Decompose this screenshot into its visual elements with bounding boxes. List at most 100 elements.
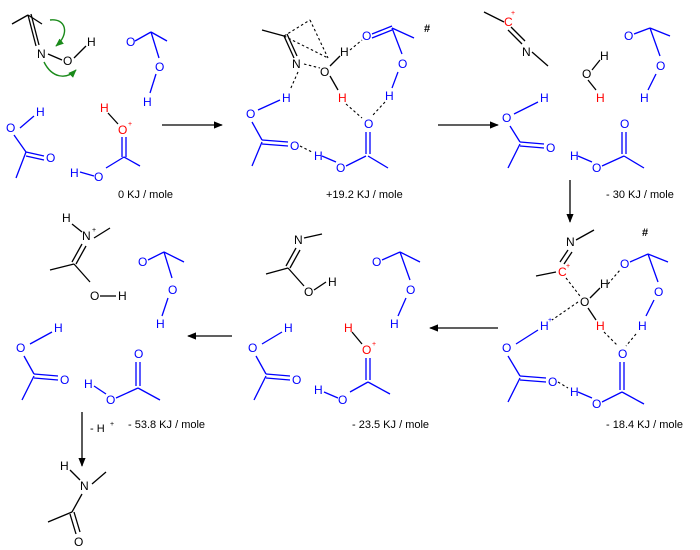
stage-final-amide: H N O: [47, 459, 107, 549]
iminium-fragment: H N + O H: [49, 211, 127, 303]
iminium-n-label: N: [82, 229, 91, 243]
stage-carbocation-intermediate: C + N O H H O O H H O: [483, 10, 674, 201]
acid-o-label: O: [292, 373, 301, 387]
oxime-n-label: N: [37, 47, 46, 61]
acid-o-label: O: [362, 29, 371, 43]
acetic-acid-left: H O O: [16, 321, 69, 401]
acid-h-label: H: [54, 321, 63, 335]
deprotonation-charge: +: [110, 421, 114, 428]
stage-ts1: N O H H # O O H H: [246, 19, 430, 201]
energy-label-ts2: - 18.4 KJ / mole: [606, 419, 683, 431]
acid-o-label: O: [46, 151, 55, 165]
acetic-acid-bottom: H O O: [570, 347, 645, 411]
acid-o-label: O: [372, 255, 381, 269]
oxime-o-label: O: [63, 54, 72, 68]
imidate-n-label: N: [294, 233, 303, 247]
acid-o-label: O: [398, 57, 407, 71]
acid-o-label: O: [620, 117, 629, 131]
acid-o-label: O: [502, 341, 511, 355]
oxonium-charge: +: [372, 341, 376, 348]
ts2-n-label: N: [566, 235, 575, 249]
acid-h-label: H: [540, 319, 549, 333]
acetic-acid-left: H O O: [248, 321, 301, 401]
ts-mark: #: [642, 227, 648, 239]
proton-charge: +: [548, 317, 552, 324]
nitrilium-fragment: C + N: [483, 10, 549, 67]
acid-h-label: H: [84, 377, 93, 391]
oxime-fragment: N O H H: [261, 19, 349, 105]
acid-o-label: O: [138, 255, 147, 269]
acid-h-label: H: [540, 91, 549, 105]
acid-h-label: H: [570, 385, 579, 399]
highlight-h-label: H: [344, 321, 353, 335]
amide-n-label: N: [80, 479, 89, 493]
acid-h-label: H: [390, 317, 399, 331]
acid-o-label: O: [6, 121, 15, 135]
acid-o-label: O: [60, 373, 69, 387]
ts-mark: #: [424, 23, 430, 35]
acetic-acid-bottom: H O O: [570, 117, 645, 175]
acid-o-label: O: [248, 341, 257, 355]
water-h-label: H: [600, 49, 609, 63]
acid-o-label: O: [548, 375, 557, 389]
nitrilium-n-label: N: [522, 45, 531, 59]
amide-o-label: O: [74, 535, 83, 549]
acid-o-label: O: [134, 347, 143, 361]
energy-label-product: - 23.5 KJ / mole: [352, 419, 429, 431]
acetic-acid-left: H + O O: [502, 317, 569, 403]
acid-h-label: H: [314, 149, 323, 163]
acid-h-label: H: [385, 89, 394, 103]
curly-arrows: [43, 19, 77, 78]
acetic-acid-left: H O O: [246, 71, 313, 167]
highlight-h-label: H: [100, 101, 109, 115]
cation-c-label: C: [558, 265, 567, 279]
acid-o-label: O: [364, 117, 373, 131]
cation-charge: +: [511, 10, 515, 17]
acid-o-label: O: [546, 141, 555, 155]
amide-h-label: H: [60, 459, 69, 473]
acid-h-label: H: [638, 319, 647, 333]
acetic-acid-left: H O O: [502, 91, 555, 169]
acid-o-label: O: [592, 161, 601, 175]
water-o-label: O: [582, 67, 591, 81]
stage-ts2: # N C + O H H O O H: [502, 227, 683, 431]
acid-o-label: O: [592, 397, 601, 411]
acid-h-label: H: [314, 383, 323, 397]
energy-label-intermediate: - 30 KJ / mole: [606, 189, 674, 201]
acetic-acid-top: O O H: [372, 251, 421, 331]
acid-o-label: O: [155, 60, 164, 74]
acetic-acid-bottom: H O O: [314, 117, 389, 175]
imidic-acid-fragment: N O H: [265, 233, 337, 299]
oxonium-o-label: O: [362, 343, 371, 357]
acetic-acid-top: O O H: [345, 25, 415, 119]
acid-o-label: O: [246, 107, 255, 121]
iminium-h-label: H: [62, 211, 71, 225]
imidate-h-label: H: [328, 275, 337, 289]
highlight-h-label: H: [596, 91, 605, 105]
deprotonation-step: - H +: [78, 412, 114, 467]
acid-o-label: O: [338, 393, 347, 407]
stage-water-attack-product: N O H O O H H O O: [248, 233, 429, 431]
acid-h-label: H: [282, 91, 291, 105]
cation-charge: +: [566, 263, 570, 270]
acid-o-label: O: [654, 285, 663, 299]
acid-o-label: O: [406, 283, 415, 297]
imidate-o-label: O: [304, 285, 313, 299]
water-molecule: O H H: [551, 269, 621, 347]
oxime-h-label: H: [87, 35, 96, 49]
water-h-label: H: [600, 277, 609, 291]
acid-o-label: O: [290, 139, 299, 153]
enol-h-label: H: [118, 289, 127, 303]
energy-label-ts1: +19.2 KJ / mole: [326, 189, 403, 201]
protonated-acid: H O + O H: [314, 321, 391, 407]
acid-o-label: O: [502, 111, 511, 125]
water-molecule: O H H: [582, 49, 609, 105]
acid-o-label: O: [624, 29, 633, 43]
deprotonation-label: - H: [90, 423, 105, 435]
acetic-acid-top: O O H: [126, 31, 168, 109]
acid-h-label: H: [156, 317, 165, 331]
energy-label-reactant: 0 KJ / mole: [118, 189, 173, 201]
stage-protonated-tautomer: H N + O H O O H H O: [16, 211, 205, 431]
oxonium-o-label: O: [118, 123, 127, 137]
